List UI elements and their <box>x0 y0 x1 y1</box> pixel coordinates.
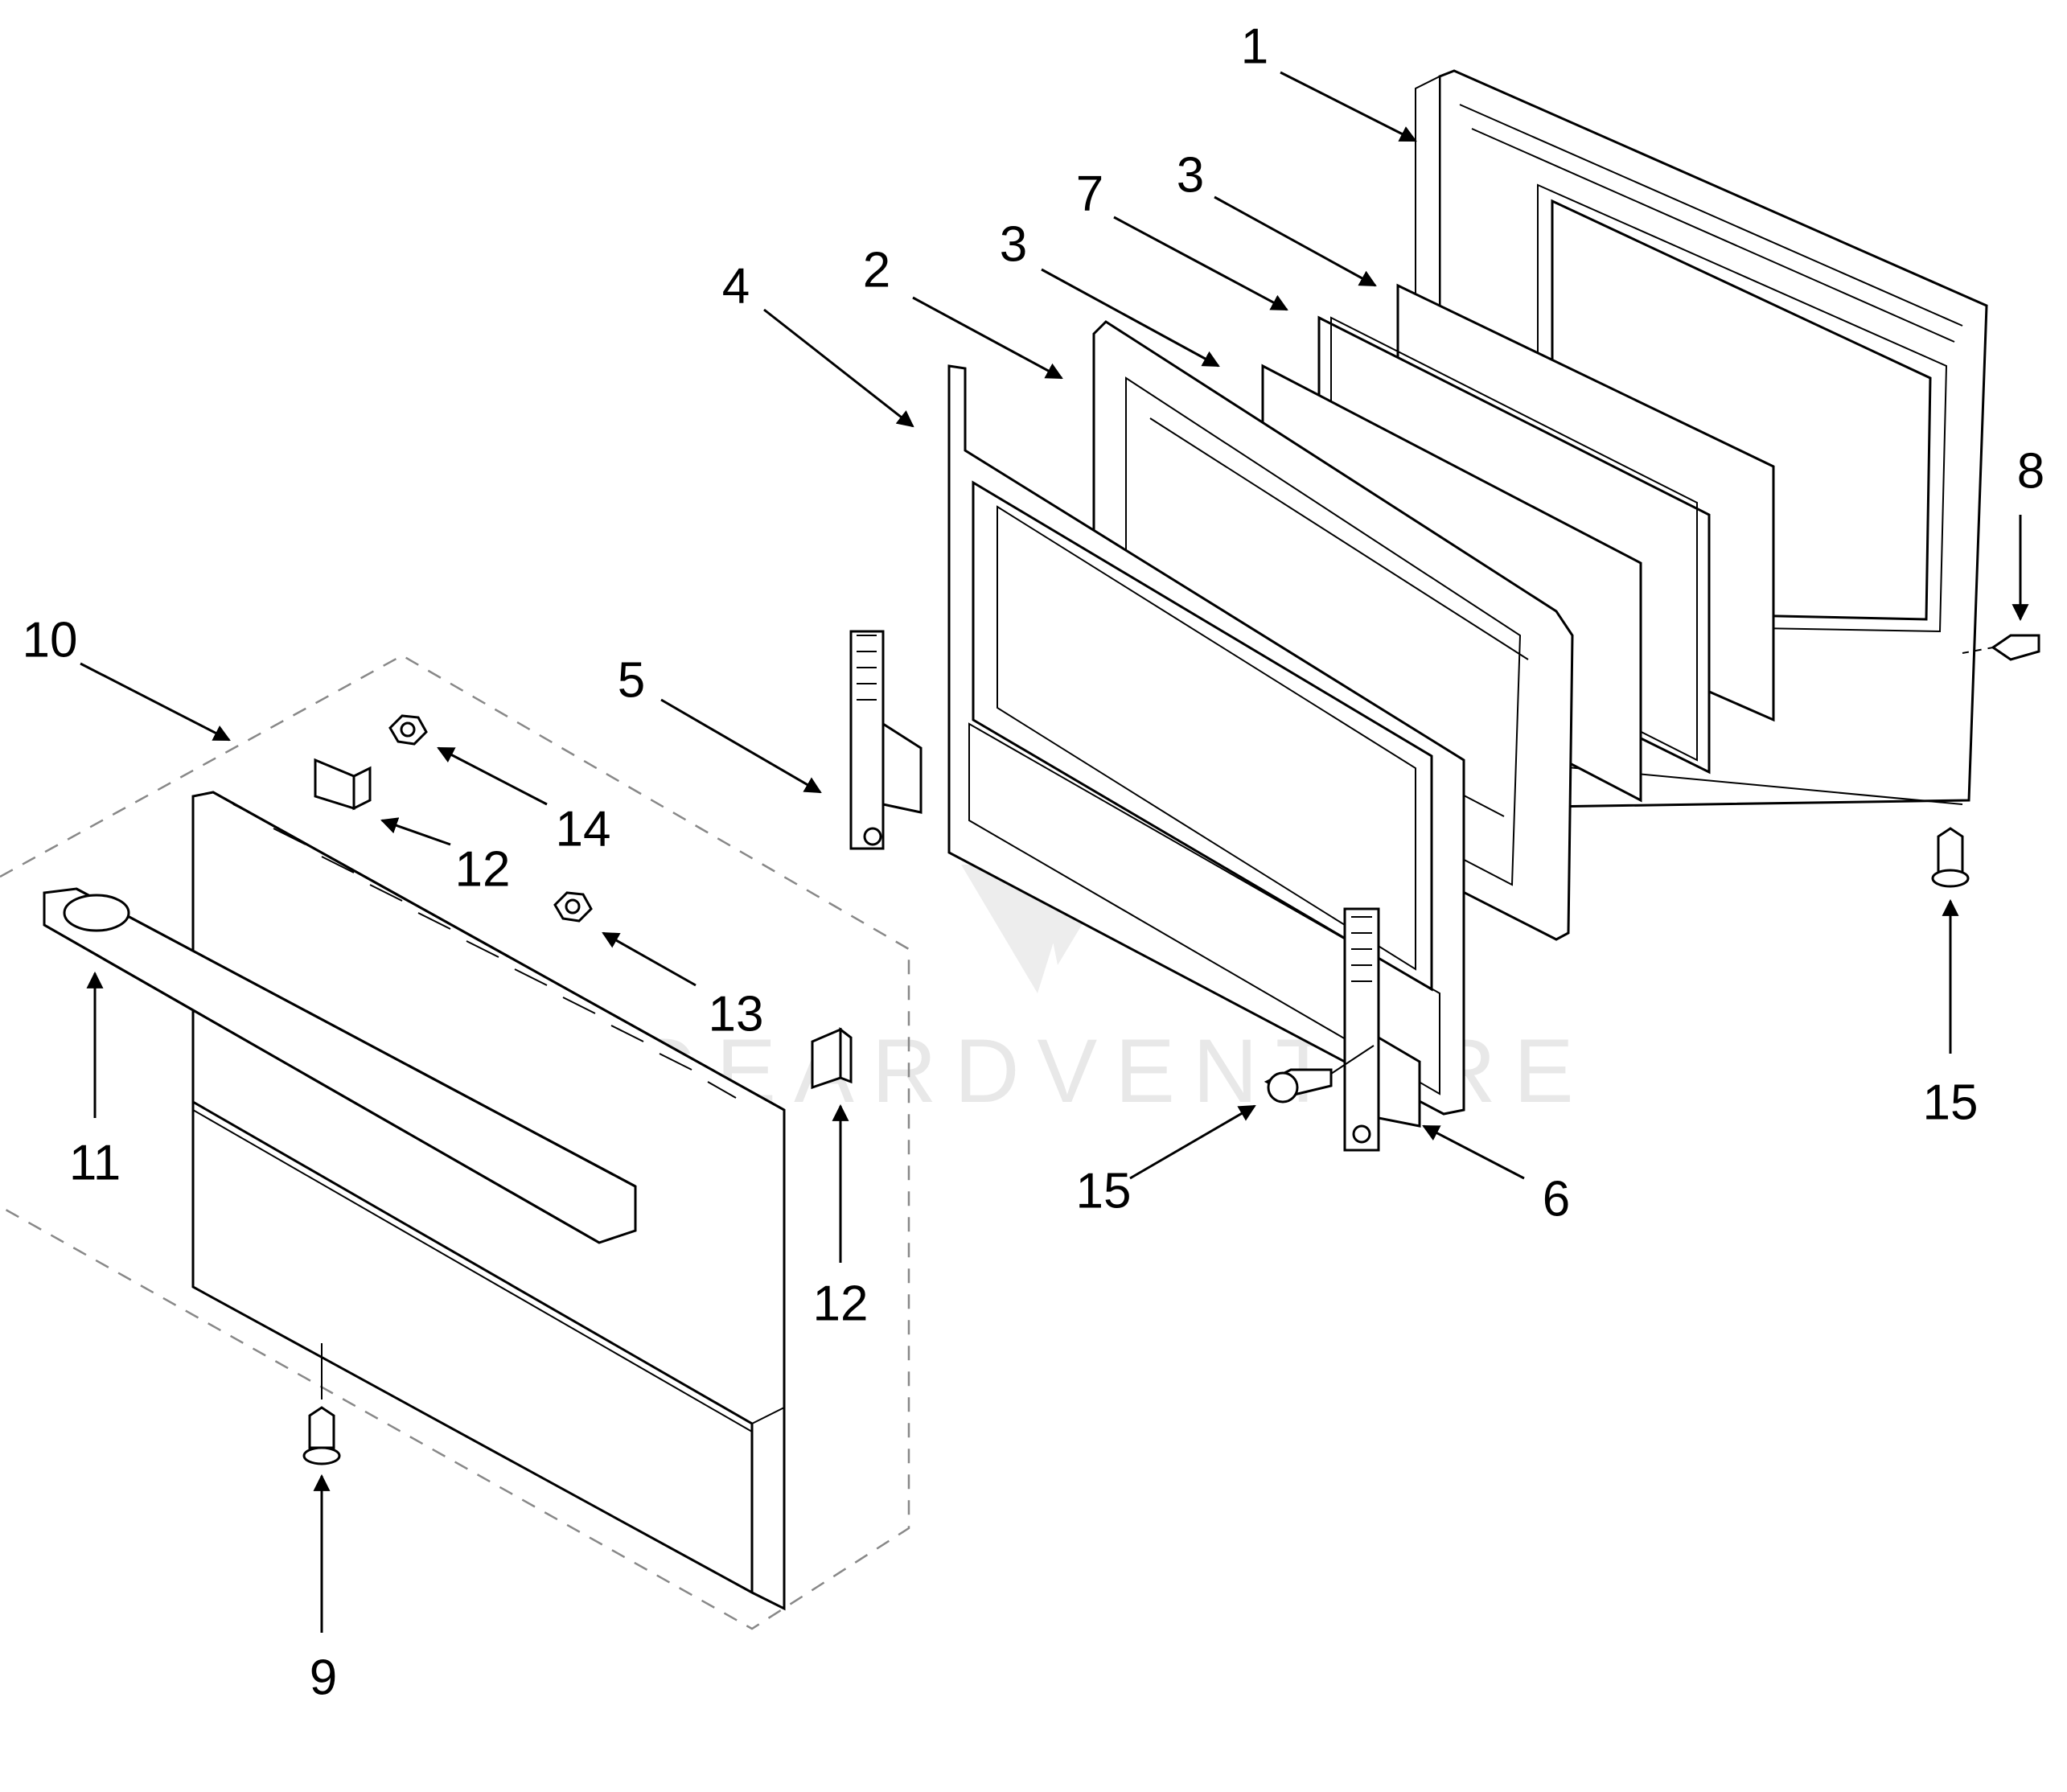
arrow-15-left <box>1129 1104 1256 1180</box>
part-12-bracket-side <box>811 1026 853 1090</box>
arrow-14 <box>437 746 548 806</box>
callout-5: 5 <box>618 652 645 708</box>
callout-15-left: 15 <box>1076 1163 1132 1219</box>
callout-12-side: 12 <box>813 1276 869 1331</box>
callout-3-rear: 3 <box>1177 147 1204 203</box>
part-6-hinge-right <box>1343 907 1421 1152</box>
callout-10: 10 <box>23 612 78 668</box>
callout-15-right: 15 <box>1923 1075 1979 1130</box>
callout-4: 4 <box>722 258 750 314</box>
callout-13: 13 <box>709 986 764 1042</box>
callout-11: 11 <box>69 1135 121 1190</box>
part-15-screw-hinge <box>1264 1045 1375 1104</box>
arrow-13 <box>602 931 697 987</box>
callout-2: 2 <box>863 242 890 298</box>
arrow-12-top <box>380 817 451 846</box>
callout-labels: 1 2 3 3 4 5 6 7 8 9 10 11 12 12 13 14 15… <box>23 18 2045 1705</box>
arrow-5 <box>660 698 822 794</box>
part-12-bracket-top <box>314 758 372 811</box>
callout-9: 9 <box>310 1650 337 1705</box>
callout-1: 1 <box>1241 18 1268 74</box>
arrow-4 <box>763 308 914 428</box>
callout-6: 6 <box>1543 1171 1570 1227</box>
part-13-nut <box>553 891 593 923</box>
arrow-7 <box>1113 216 1288 311</box>
part-11-door-handle <box>43 887 637 1244</box>
arrow-3b <box>1041 268 1220 368</box>
part-9-screw <box>302 1343 341 1465</box>
callout-12-top: 12 <box>455 841 511 897</box>
part-15-screw-right <box>1931 827 1970 888</box>
part-14-nut <box>388 714 428 746</box>
callout-7: 7 <box>1076 166 1103 221</box>
part-10-front-door-panel <box>191 791 786 1611</box>
part-8-screw <box>1962 634 2040 661</box>
arrow-3a <box>1214 195 1377 287</box>
arrow-6 <box>1422 1124 1525 1180</box>
arrow-2 <box>912 296 1063 380</box>
callout-14: 14 <box>556 801 611 857</box>
callout-3-front: 3 <box>1000 216 1027 272</box>
part-4-inner-door-liner <box>947 364 1465 1116</box>
part-5-hinge-left <box>849 630 923 850</box>
callout-8: 8 <box>2017 443 2044 499</box>
arrow-10 <box>80 662 231 742</box>
leader-arrows <box>80 71 2029 1633</box>
arrow-1 <box>1280 71 1417 142</box>
